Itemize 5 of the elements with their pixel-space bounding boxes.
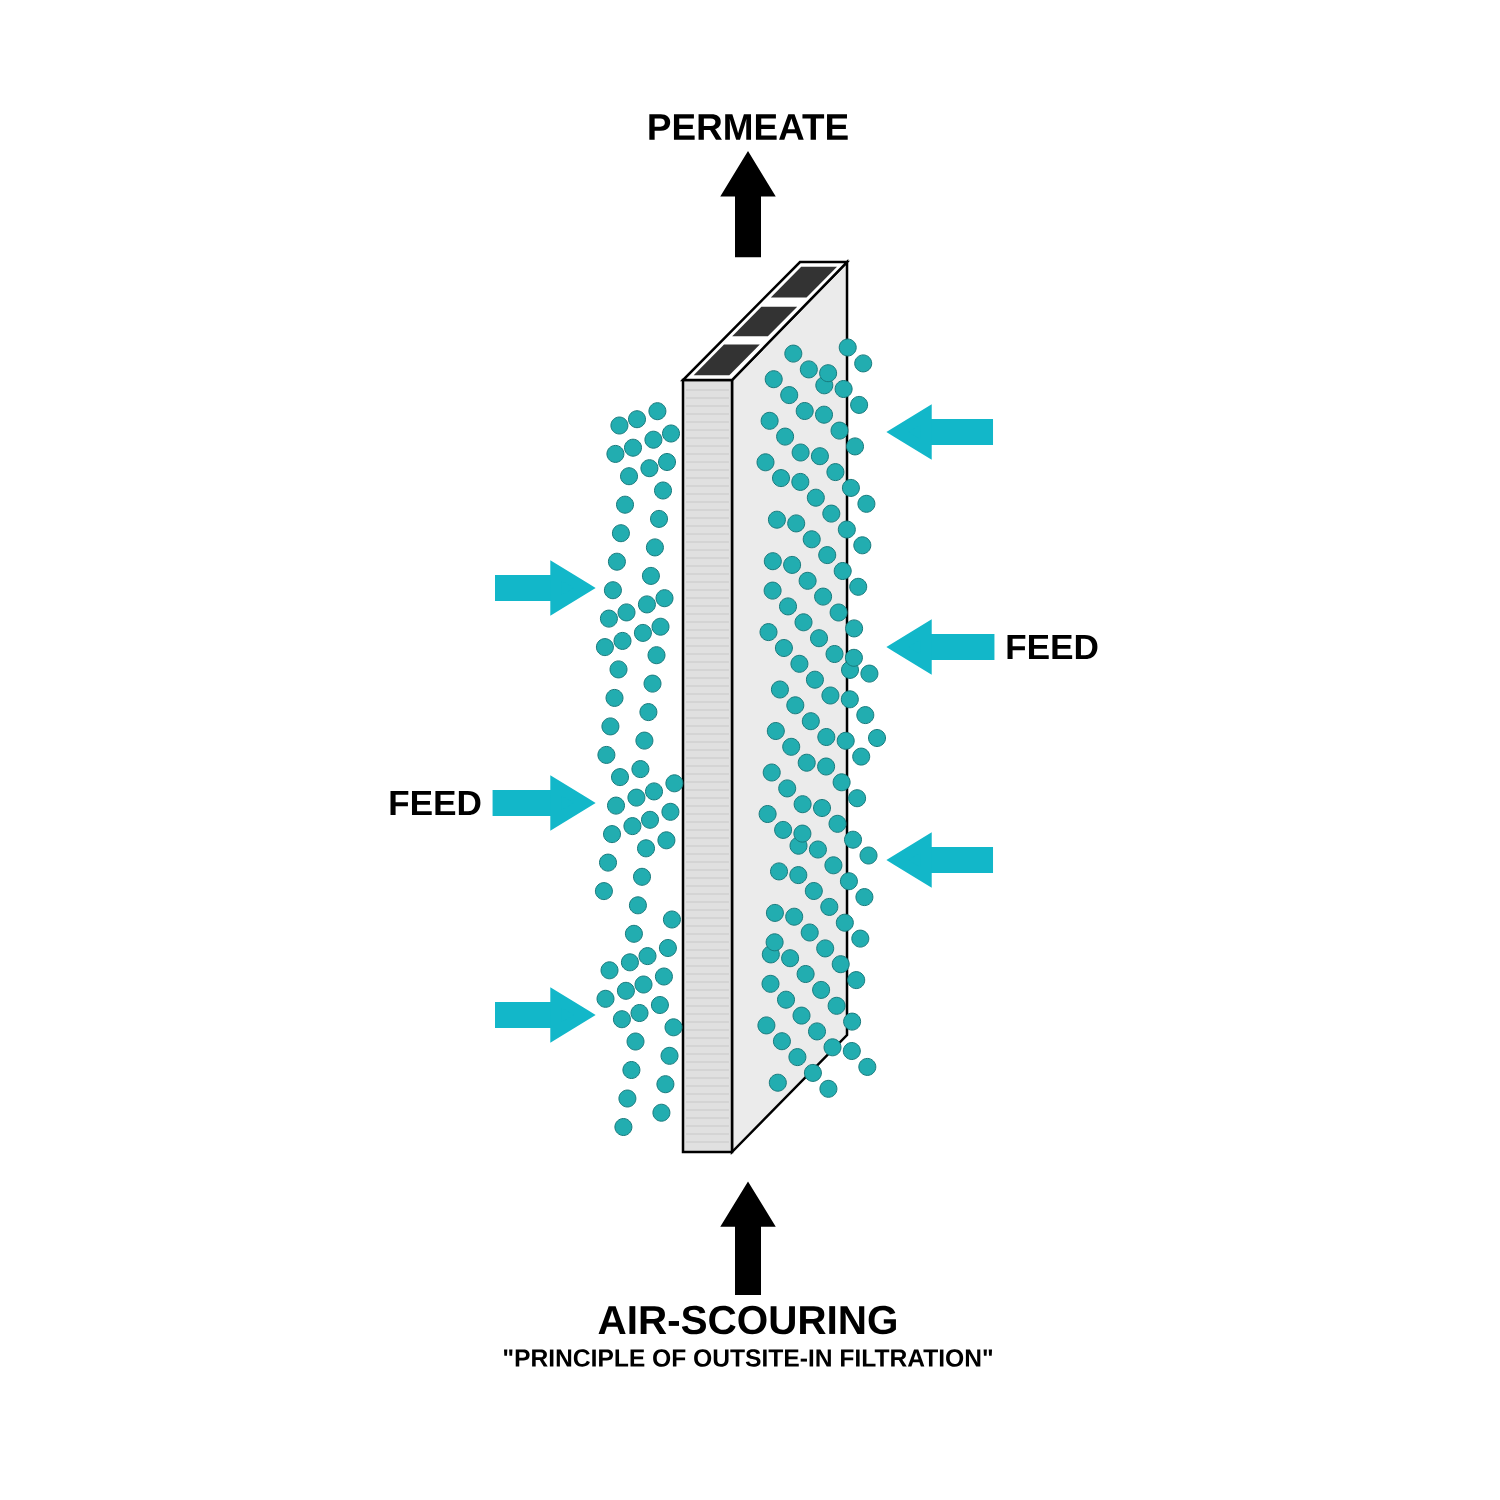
flow-label: FEED	[390, 790, 481, 816]
flow-label: FEED	[1007, 634, 1098, 660]
flow-label: PERMEATE	[649, 114, 848, 140]
caption: "PRINCIPLE OF OUTSITE-IN FILTRATION"	[504, 1349, 993, 1367]
flow-label: AIR-SCOURING	[598, 1305, 896, 1335]
